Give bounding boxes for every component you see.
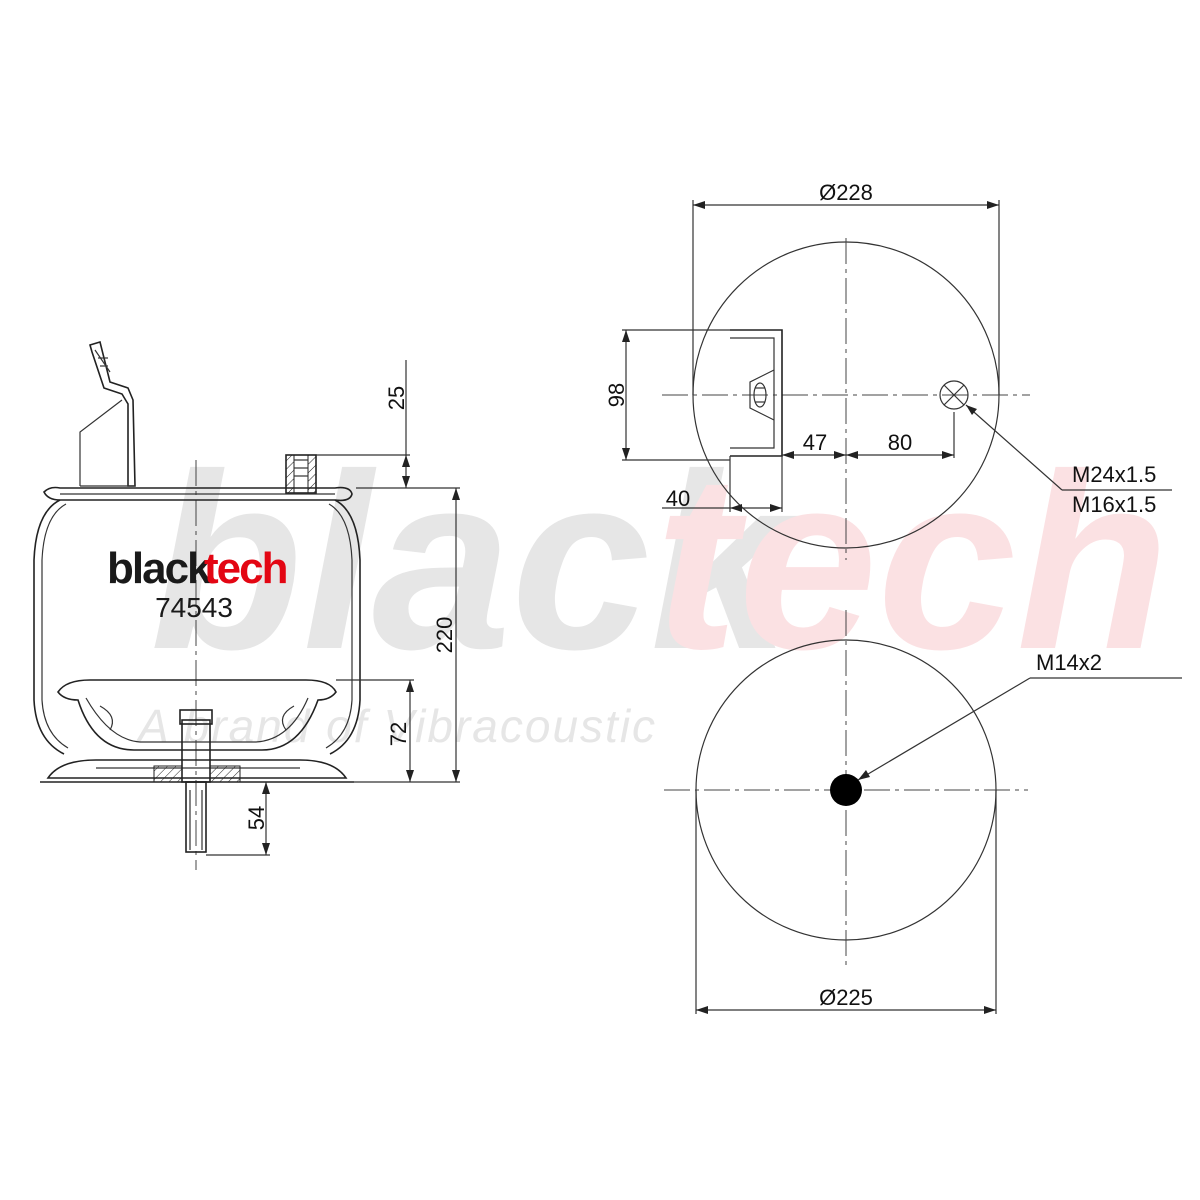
leader-stud [857,677,1182,781]
dim-bottom-diameter-label: Ø225 [819,985,873,1010]
thread-bottom-stud: M14x2 [1036,650,1102,675]
logo-red-text: tech [204,544,287,593]
watermark-tagline: A brand of Vibracoustic [135,700,657,752]
dim-bottom-diameter: Ø225 [695,790,997,1014]
watermark-black-text: black [150,422,800,701]
dim-offset-inlet-label: 80 [888,430,912,455]
bracket-top-view [730,329,783,457]
logo-black-text: black [107,544,212,593]
bottom-view: M14x2 Ø225 [664,610,1182,1014]
air-fitting [285,454,317,494]
dim-overall-height: 220 [354,488,460,783]
stud-symbol [830,774,862,806]
dim-top-offset-label: 25 [384,386,409,410]
dim-bolt-length-label: 54 [244,806,269,830]
dim-bracket-depth: 40 [662,456,783,512]
dim-top-diameter-label: Ø228 [819,180,873,205]
dim-piston-height: 72 [336,679,414,782]
dim-bracket-width: 98 [604,329,730,461]
brand-logo: black tech [107,544,289,593]
watermark: black tech A brand of Vibracoustic [135,422,1169,752]
dim-bracket-depth-label: 40 [666,486,690,511]
dim-bracket-width-label: 98 [604,383,629,407]
watermark-red-text: tech [655,422,1169,701]
dim-top-offset: 25 [316,360,460,489]
thread-inlet-primary: M24x1.5 [1072,462,1156,487]
dim-offset-bracket-label: 47 [803,430,827,455]
piston [40,679,354,783]
dim-offsets: 47 80 [782,412,955,459]
bellows [33,499,361,755]
top-bracket [79,340,136,487]
top-plate [43,486,353,502]
dim-piston-height-label: 72 [386,722,411,746]
dim-bolt-length: 54 [206,782,270,856]
dim-top-diameter: Ø228 [692,180,1000,395]
top-view: Ø228 98 40 [604,180,1172,560]
air-inlet-symbol [939,380,1172,491]
part-number: 74543 [155,592,233,623]
thread-inlet-secondary: M16x1.5 [1072,492,1156,517]
bottom-bolt [153,709,241,853]
side-view: 25 220 72 54 black tec [33,340,460,870]
dim-overall-height-label: 220 [432,617,457,654]
